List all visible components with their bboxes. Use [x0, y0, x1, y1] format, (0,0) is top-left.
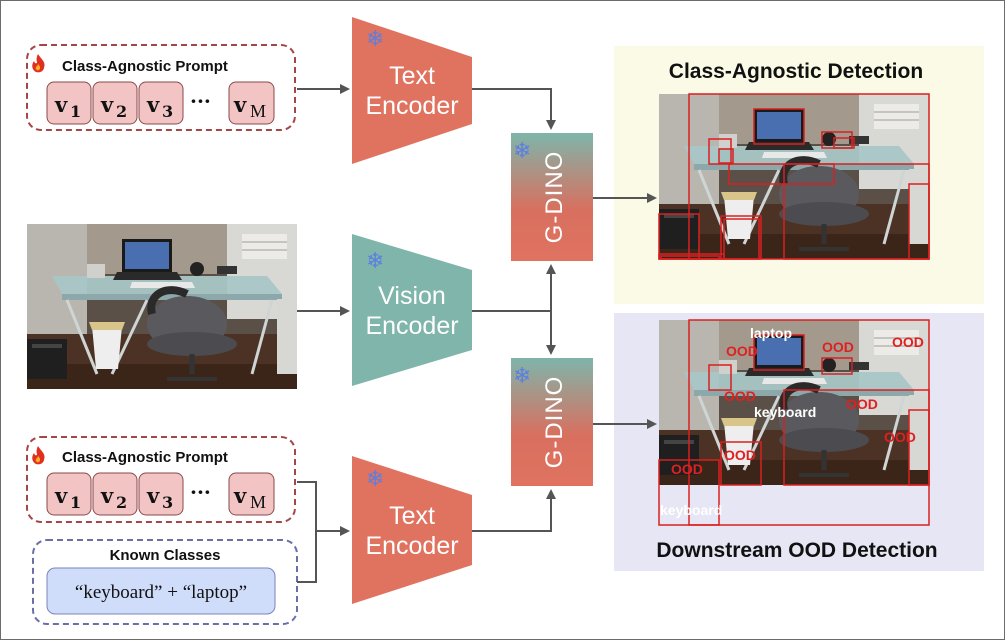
svg-text:Text: Text — [389, 62, 435, 90]
gdino-top: ❄ G-DINO — [511, 133, 593, 261]
known-classes-box: Known Classes “keyboard” + “laptop” — [32, 539, 298, 625]
svg-text:v: v — [100, 92, 114, 117]
keyboard-label: keyboard — [660, 502, 722, 518]
svg-text:v: v — [233, 92, 247, 117]
svg-text:1: 1 — [70, 493, 81, 512]
snowflake-icon: ❄ — [366, 27, 384, 52]
svg-text:G-DINO: G-DINO — [541, 376, 568, 469]
ood-label: OOD — [724, 388, 756, 404]
panel-title: Class-Agnostic Detection — [669, 60, 923, 83]
svg-text:3: 3 — [162, 102, 173, 121]
token-v1: v 1 — [46, 472, 92, 516]
ood-label: OOD — [884, 429, 916, 445]
token-ellipsis: ··· — [190, 89, 211, 113]
class-agnostic-prompt-bottom: Class-Agnostic Prompt v 1 v 2 v 3 ··· v … — [26, 436, 296, 523]
svg-text:Text: Text — [389, 502, 435, 530]
svg-text:2: 2 — [116, 493, 127, 512]
svg-text:1: 1 — [70, 102, 81, 121]
keyboard-label: keyboard — [754, 404, 816, 420]
known-classes-title: Known Classes — [110, 547, 221, 564]
gdino-bottom: ❄ G-DINO — [511, 358, 593, 486]
ood-detection-panel: OOD OOD OOD OOD OOD OOD OOD OOD laptop k… — [614, 313, 984, 571]
text-encoder-bottom: ❄ Text Encoder — [352, 456, 472, 604]
input-image — [27, 224, 297, 389]
detection-image — [659, 94, 929, 259]
snowflake-icon: ❄ — [366, 467, 384, 492]
ood-label: OOD — [671, 461, 703, 477]
svg-text:Encoder: Encoder — [365, 312, 458, 340]
token-v2: v 2 — [92, 81, 138, 125]
token-ellipsis: ··· — [190, 480, 211, 504]
svg-text:3: 3 — [162, 493, 173, 512]
svg-text:Encoder: Encoder — [365, 532, 458, 560]
snowflake-icon: ❄ — [513, 139, 531, 164]
flow-arrows — [297, 84, 657, 583]
ood-detection-image — [659, 320, 929, 526]
token-v3: v 3 — [138, 472, 184, 516]
token-vM: v M — [228, 81, 275, 125]
class-agnostic-detection-panel: Class-Agnostic Detection — [614, 46, 984, 304]
class-agnostic-prompt-top: Class-Agnostic Prompt v 1 v 2 v 3 ··· v … — [26, 44, 296, 131]
svg-text:G-DINO: G-DINO — [541, 151, 568, 244]
token-v3: v 3 — [138, 81, 184, 125]
ood-label: OOD — [724, 447, 756, 463]
svg-text:2: 2 — [116, 102, 127, 121]
ood-label: OOD — [846, 396, 878, 412]
text-encoder-top: ❄ Text Encoder — [352, 17, 472, 164]
panel-title: Downstream OOD Detection — [656, 539, 937, 562]
svg-text:v: v — [54, 92, 68, 117]
token-v2: v 2 — [92, 472, 138, 516]
svg-text:Vision: Vision — [378, 282, 446, 310]
token-vM: v M — [228, 472, 275, 516]
svg-text:v: v — [100, 483, 114, 508]
prompt-title: Class-Agnostic Prompt — [62, 58, 228, 75]
token-v1: v 1 — [46, 81, 92, 125]
snowflake-icon: ❄ — [366, 249, 384, 274]
svg-text:Encoder: Encoder — [365, 92, 458, 120]
known-classes-value: “keyboard” + “laptop” — [75, 582, 247, 603]
laptop-label: laptop — [750, 325, 792, 341]
ood-label: OOD — [892, 334, 924, 350]
ood-label: OOD — [726, 343, 758, 359]
vision-encoder: ❄ Vision Encoder — [352, 234, 472, 386]
ood-label: OOD — [822, 339, 854, 355]
svg-text:v: v — [54, 483, 68, 508]
svg-text:M: M — [250, 101, 266, 121]
svg-text:M: M — [250, 492, 266, 512]
prompt-title: Class-Agnostic Prompt — [62, 449, 228, 466]
svg-text:v: v — [146, 483, 160, 508]
svg-text:v: v — [146, 92, 160, 117]
svg-text:v: v — [233, 483, 247, 508]
snowflake-icon: ❄ — [513, 364, 531, 389]
